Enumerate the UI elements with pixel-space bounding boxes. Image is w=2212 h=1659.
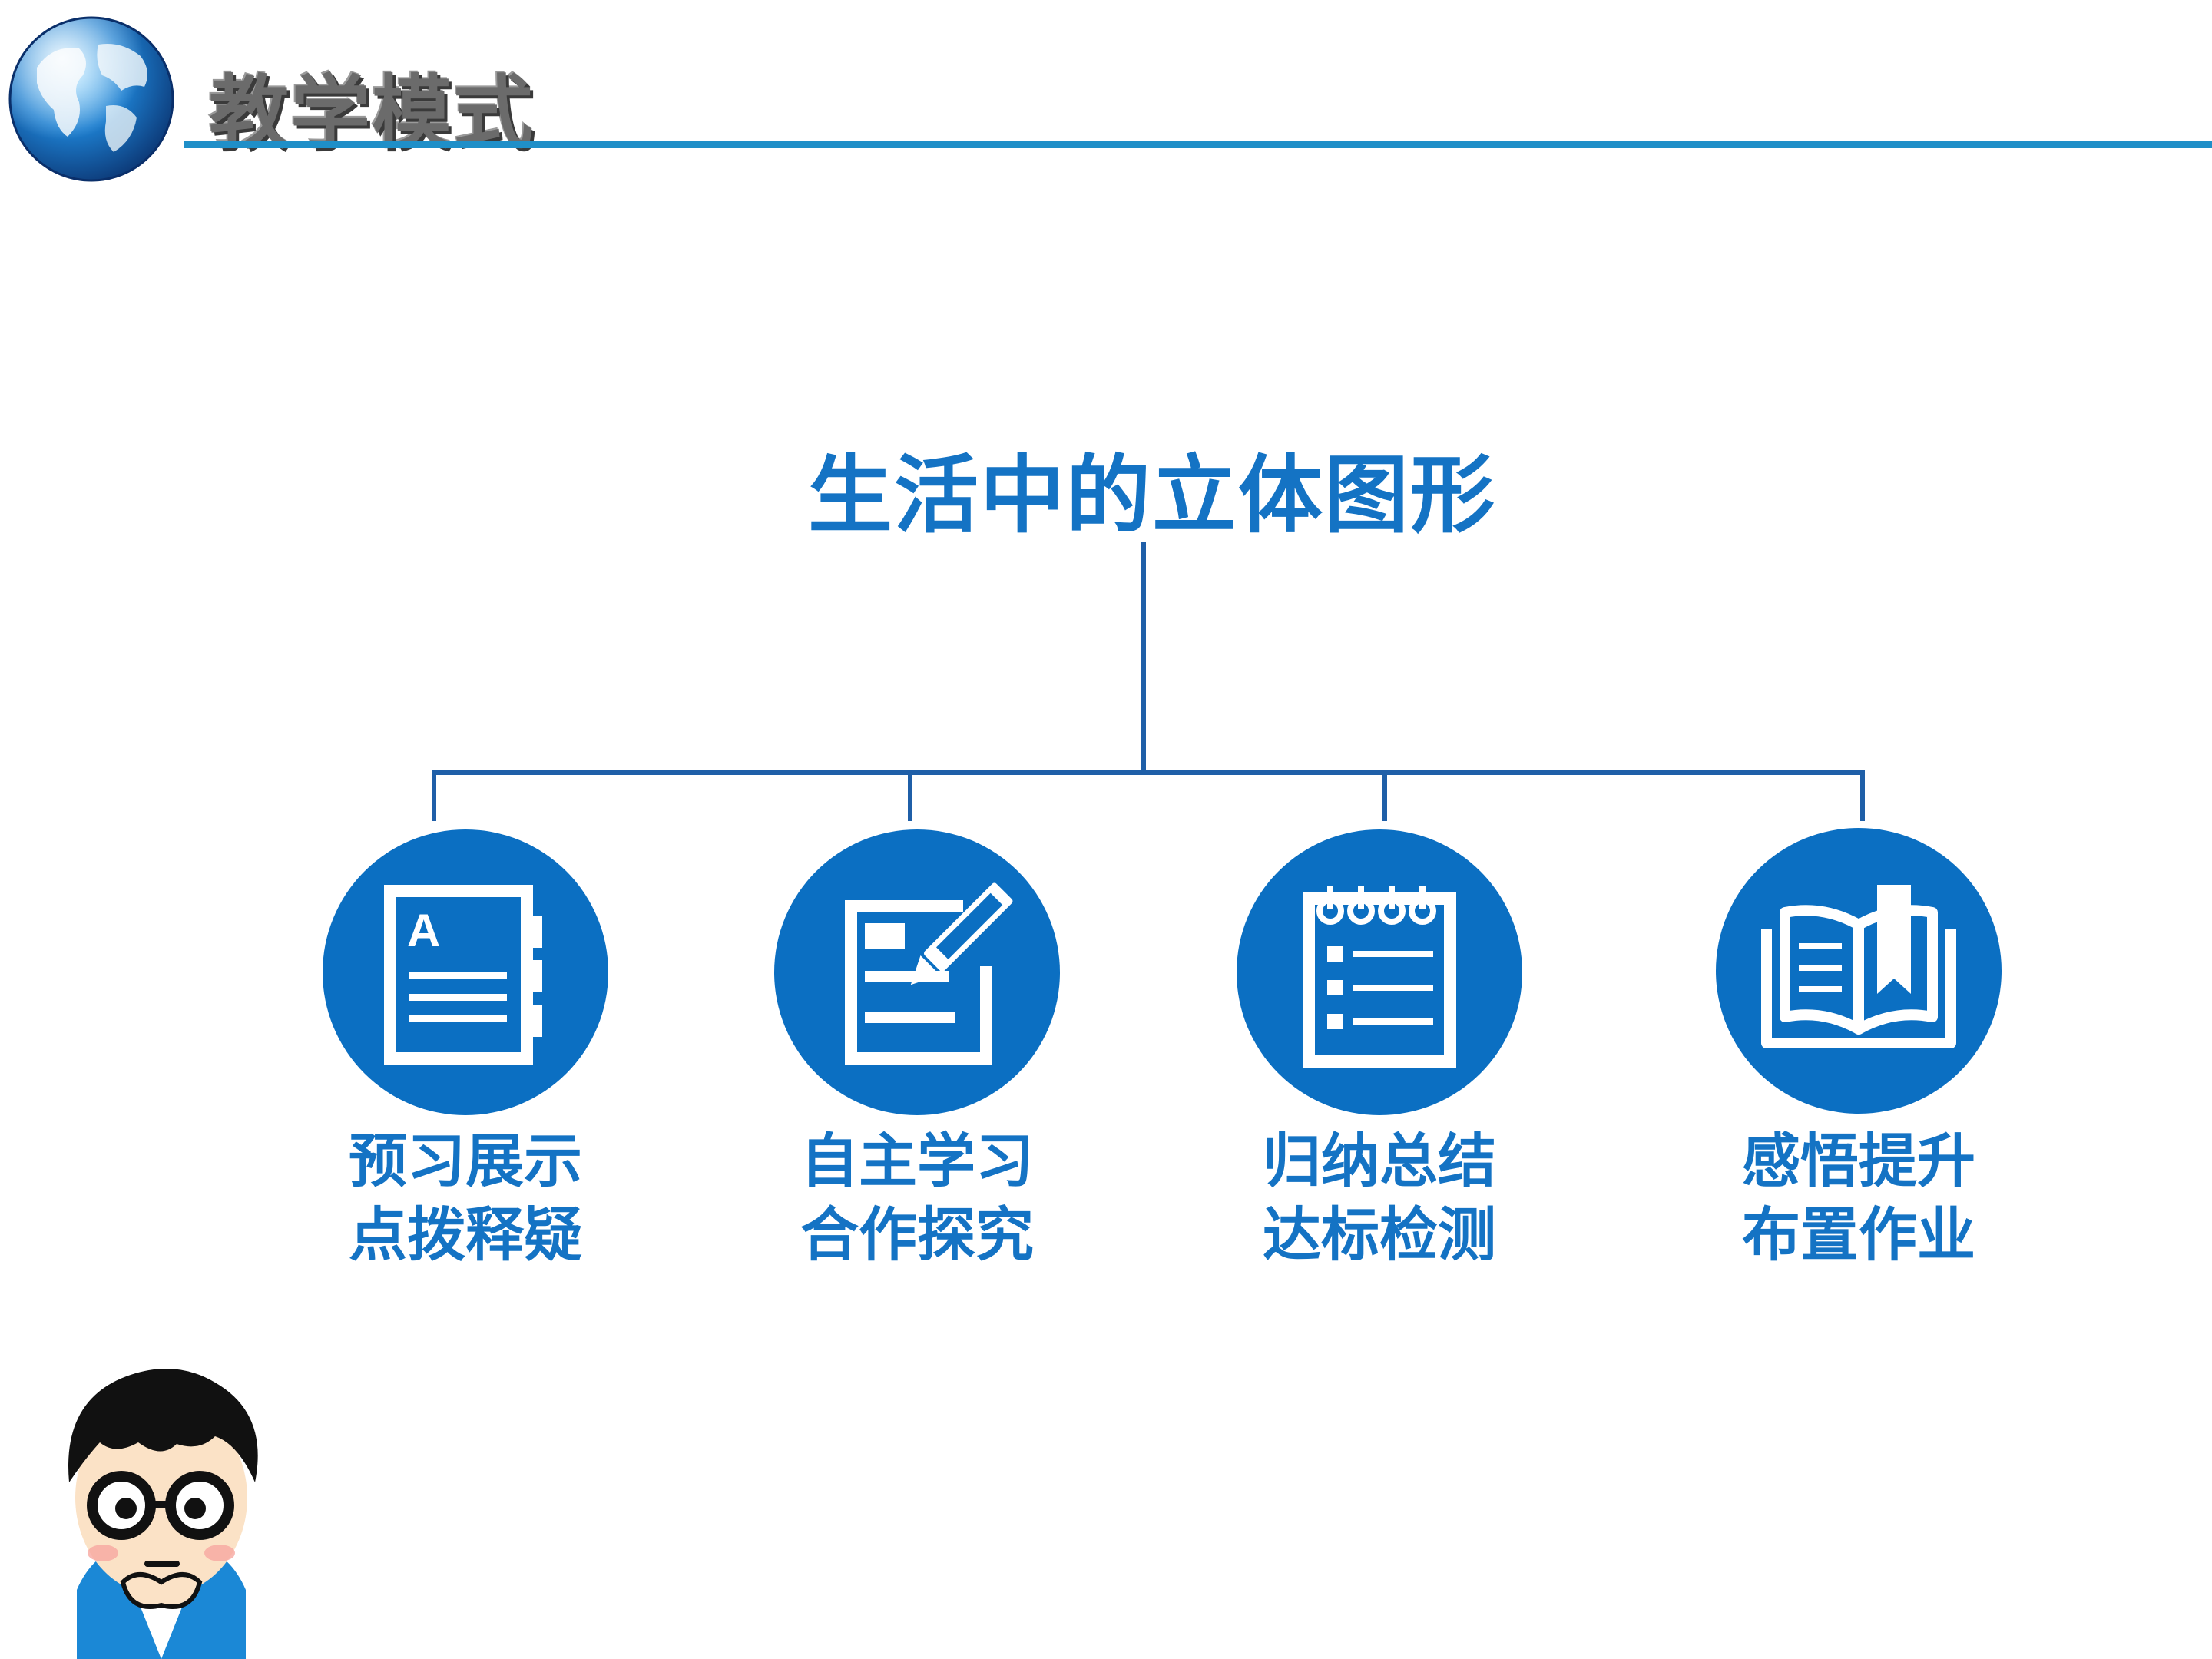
branch-connector-2 [908, 770, 912, 821]
branch-connector-4 [1860, 770, 1865, 821]
cartoon-boy-illustration [68, 1369, 258, 1659]
open-book-bookmark-icon [1761, 885, 1956, 1048]
diagram-root-title: 生活中的立体图形 [808, 446, 1496, 545]
diagram-node-1: A [323, 830, 608, 1115]
diagram-node-4 [1716, 828, 2002, 1114]
notepad-checklist-icon [1303, 886, 1456, 1068]
header-divider [184, 141, 2212, 148]
edit-document-icon [845, 882, 1013, 1065]
icon-letter: A [407, 905, 440, 956]
node-label-1: 预习展示 点拨释疑 [349, 1127, 582, 1269]
horizontal-connector [432, 770, 1865, 775]
node-label-3: 归纳总结 达标检测 [1263, 1127, 1496, 1269]
root-connector [1141, 542, 1146, 773]
node-label-2: 自主学习 合作探究 [800, 1127, 1034, 1269]
node-label-4: 感悟提升 布置作业 [1742, 1127, 1975, 1269]
diagram-node-3 [1237, 830, 1522, 1115]
diagram-node-2 [774, 830, 1060, 1115]
branch-connector-1 [432, 770, 436, 821]
address-book-icon: A [384, 885, 542, 1065]
globe-icon [8, 16, 174, 182]
branch-connector-3 [1382, 770, 1387, 821]
